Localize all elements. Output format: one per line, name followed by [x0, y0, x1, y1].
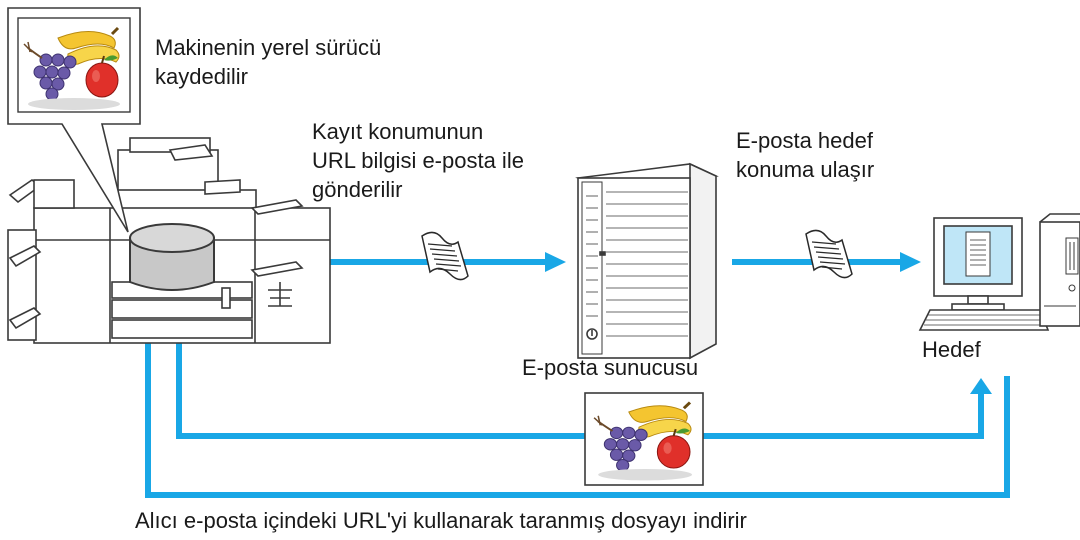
local-drive-icon: [129, 223, 215, 291]
email-document-icon: [421, 231, 469, 281]
email-reaches-label-line2: konuma ulaşır: [736, 157, 875, 182]
local-drive-label-line1: Makinenin yerel sürücü: [155, 35, 382, 60]
printer-mfp-icon: [7, 137, 331, 344]
scanned-image-box: [584, 392, 704, 486]
url-sent-label-line1: Kayıt konumunun: [312, 119, 484, 144]
email-document-icon: [805, 229, 853, 279]
email-server-icon: [575, 162, 719, 360]
email-server-label: E-posta sunucusu: [522, 355, 699, 380]
callout-bubble: [7, 7, 141, 233]
arrow-drive-to-destination: [176, 286, 992, 439]
pc-computer-icon: [918, 213, 1080, 331]
local-drive-label-line2: kaydedilir: [155, 64, 248, 89]
url-sent-label-line3: gönderilir: [312, 177, 403, 202]
email-reaches-label-line1: E-posta hedef: [736, 128, 873, 153]
destination-label: Hedef: [922, 337, 981, 362]
url-sent-label-line2: URL bilgisi e-posta ile: [312, 148, 524, 173]
recipient-download-label: Alıcı e-posta içindeki URL'yi kullanarak…: [135, 508, 747, 533]
